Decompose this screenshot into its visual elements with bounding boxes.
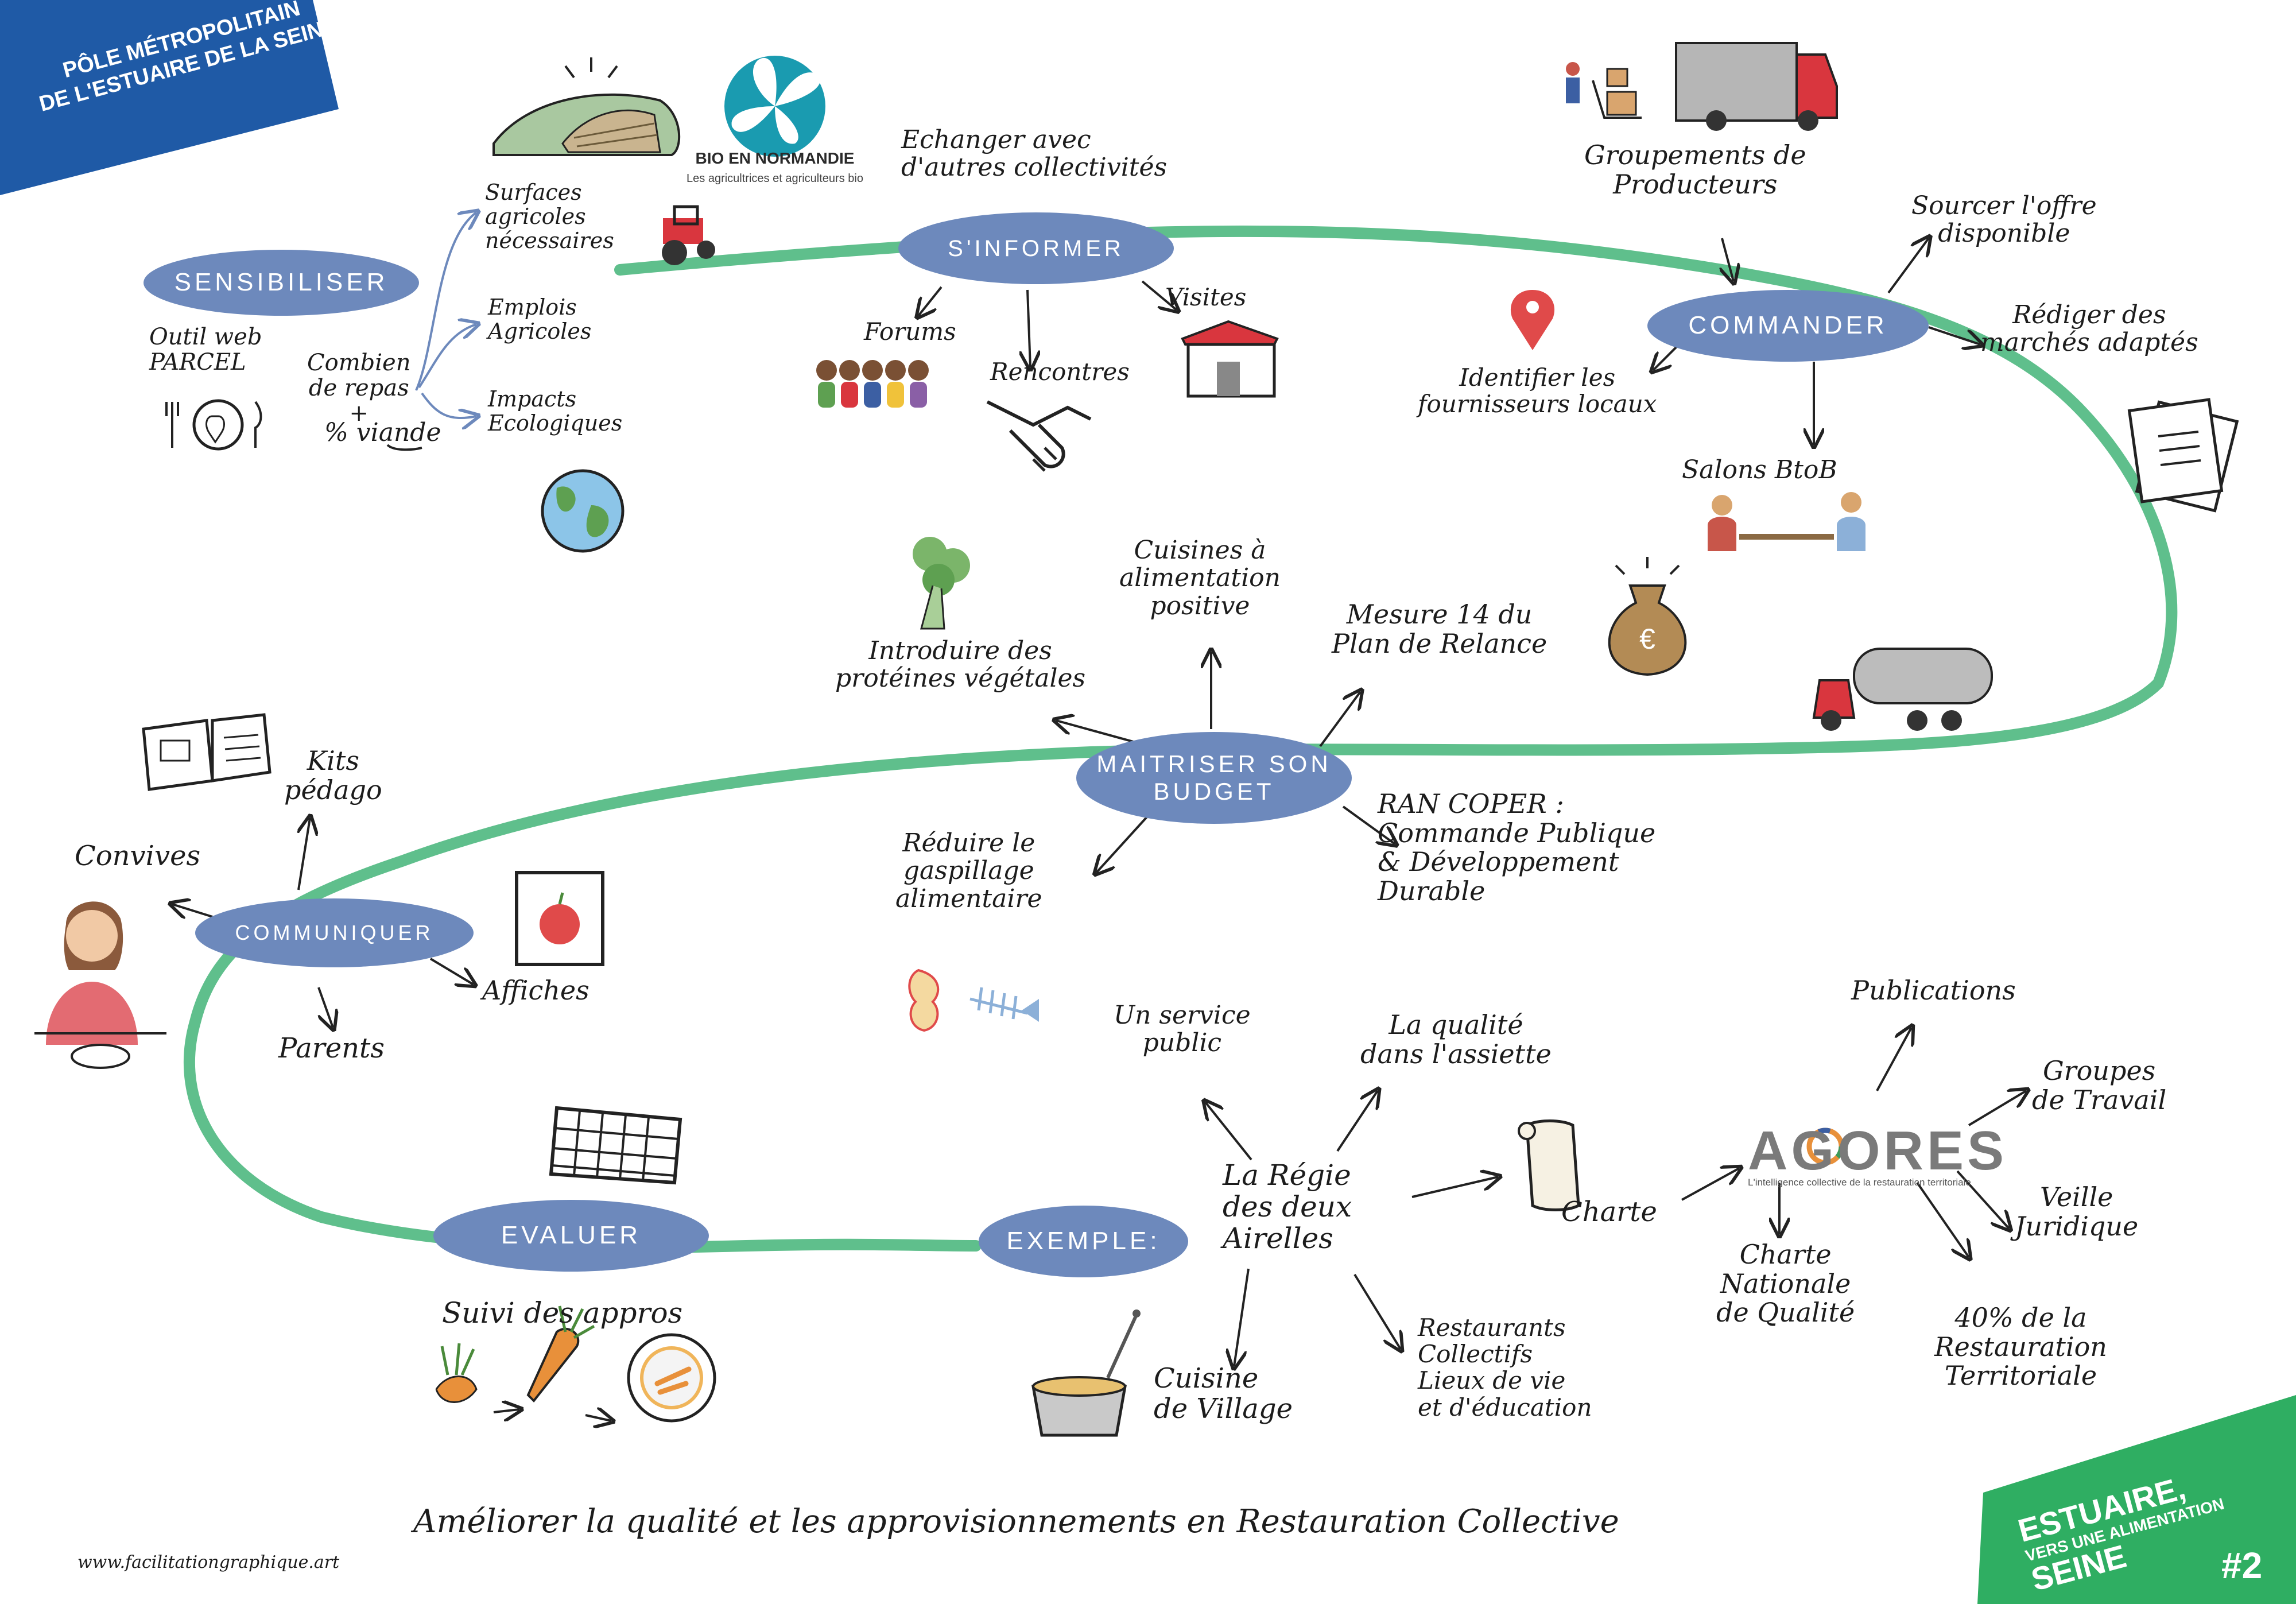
carrot-icon <box>435 1305 595 1403</box>
label-convives: Convives <box>75 840 201 872</box>
footer-site: www.facilitationgraphique.art <box>77 1552 340 1572</box>
label-groupements-producteurs: Groupements de Producteurs <box>1584 140 1806 200</box>
label-publications: Publications <box>1851 975 2016 1006</box>
label-echanger-collectivites: Echanger avec d'autres collectivités <box>901 125 1168 183</box>
bio-logo-name: BIO EN NORMANDIE <box>695 149 855 167</box>
label-identifier-fournisseurs: Identifier les fournisseurs locaux <box>1418 363 1657 419</box>
cooking-pot-icon <box>1031 1309 1141 1437</box>
bottom-right-banner-shape <box>1977 1395 2296 1604</box>
sensibiliser-branch-arrows <box>415 212 476 418</box>
top-left-banner-shape <box>0 0 339 195</box>
label-cuisines-alimentation-positive: Cuisines à alimentation positive <box>1119 536 1281 621</box>
label-kits-pedago: Kits pédago <box>284 745 382 805</box>
tanker-truck-icon <box>1812 648 1993 731</box>
svg-text:€: € <box>1639 623 1655 655</box>
farm-field-icon <box>492 57 681 156</box>
scroll-icon <box>1518 1119 1580 1211</box>
agores-logo-text: AGORES <box>1748 1120 2008 1181</box>
label-reduire-gaspillage: Réduire le gaspillage alimentaire <box>895 828 1042 913</box>
handshake-icon <box>986 400 1092 472</box>
label-cuisine-village: Cuisine de Village <box>1154 1362 1293 1425</box>
label-groupes-travail: Groupes de Travail <box>2032 1055 2167 1115</box>
label-charte: Charte <box>1561 1196 1657 1228</box>
node-sensibiliser: SENSIBILISER <box>144 250 419 316</box>
truck-icon <box>1675 42 1838 131</box>
node-exemple: EXEMPLE: <box>979 1206 1188 1277</box>
documents-icon <box>2127 398 2239 513</box>
label-sourcer-offre: Sourcer l'offre disponible <box>1911 191 2097 249</box>
node-commander: COMMANDER <box>1647 290 1929 362</box>
label-emplois-agricoles: Emplois Agricoles <box>488 295 592 344</box>
label-outil-web-parcel: Outil web PARCEL <box>149 324 262 375</box>
broccoli-icon <box>913 537 970 630</box>
label-rediger-marches: Rédiger des marchés adaptés <box>1980 300 2198 358</box>
bio-logo-tagline: Les agricultrices et agriculteurs bio <box>687 172 863 185</box>
node-communiquer: COMMUNIQUER <box>195 898 474 967</box>
node-sinformer: S'INFORMER <box>898 212 1174 284</box>
label-parents: Parents <box>278 1032 385 1064</box>
label-surfaces-agricoles: Surfaces agricoles nécessaires <box>485 180 614 253</box>
label-combien-de-repas: Combien de repas + <box>307 350 411 427</box>
node-maitriser-budget: MAITRISER SON BUDGET <box>1076 732 1352 824</box>
plate-knife-fork-icon <box>165 399 262 451</box>
label-suivi-appros: Suivi des appros <box>442 1296 683 1330</box>
node-evaluer: EVALUER <box>433 1200 709 1272</box>
calendar-grid-icon <box>549 1106 682 1185</box>
label-impacts-ecologiques: Impacts Ecologiques <box>488 386 623 436</box>
apple-poster-icon <box>515 871 604 966</box>
label-rencontres: Rencontres <box>990 358 1130 386</box>
apple-core-icon <box>908 968 940 1032</box>
green-ring-path <box>183 225 2178 1253</box>
plate-icon <box>627 1333 716 1423</box>
label-pourcentage-viande: % viande <box>324 418 441 447</box>
label-service-public: Un service public <box>1114 1001 1251 1058</box>
hand-truck-icon <box>1566 62 1642 119</box>
book-icon <box>142 713 272 791</box>
label-regie-deux-airelles: La Régie des deux Airelles <box>1223 1159 1352 1255</box>
label-restaurants-collectifs: Restaurants Collectifs Lieux de vie et d… <box>1418 1314 1592 1421</box>
footer-title: Améliorer la qualité et les approvisionn… <box>413 1503 1619 1540</box>
location-pin-icon <box>1510 290 1555 350</box>
label-charte-nationale: Charte Nationale de Qualité <box>1716 1239 1855 1328</box>
label-visites: Visites <box>1165 283 1247 311</box>
crowd-icon <box>816 360 929 408</box>
label-quarante-pourcent: 40% de la Restauration Territoriale <box>1934 1302 2107 1392</box>
label-qualite-assiette: La qualité dans l'assiette <box>1360 1009 1552 1070</box>
house-icon <box>1181 320 1279 398</box>
label-affiches: Affiches <box>482 975 589 1006</box>
woman-icon <box>34 901 166 1069</box>
agores-tagline: L'intelligence collective de la restaura… <box>1748 1177 1971 1188</box>
money-bag-icon: € <box>1608 557 1687 676</box>
label-veille-juridique: Veille Juridique <box>2015 1181 2139 1242</box>
globe-icon <box>541 469 625 553</box>
label-ran-coper: RAN COPER : Commande Publique & Développ… <box>1378 788 1656 906</box>
label-forums: Forums <box>864 317 956 346</box>
label-proteines-vegetales: Introduire des protéines végétales <box>835 636 1086 693</box>
bio-flower-icon <box>724 56 825 157</box>
label-mesure-14: Mesure 14 du Plan de Relance <box>1332 599 1548 659</box>
label-salons-btob: Salons BtoB <box>1682 455 1837 485</box>
fish-bone-icon <box>969 987 1039 1022</box>
tractor-icon <box>662 205 715 265</box>
meeting-icon <box>1708 492 1865 551</box>
bottom-banner-number: #2 <box>2221 1545 2263 1586</box>
agores-logo-icon <box>1806 1128 1844 1165</box>
